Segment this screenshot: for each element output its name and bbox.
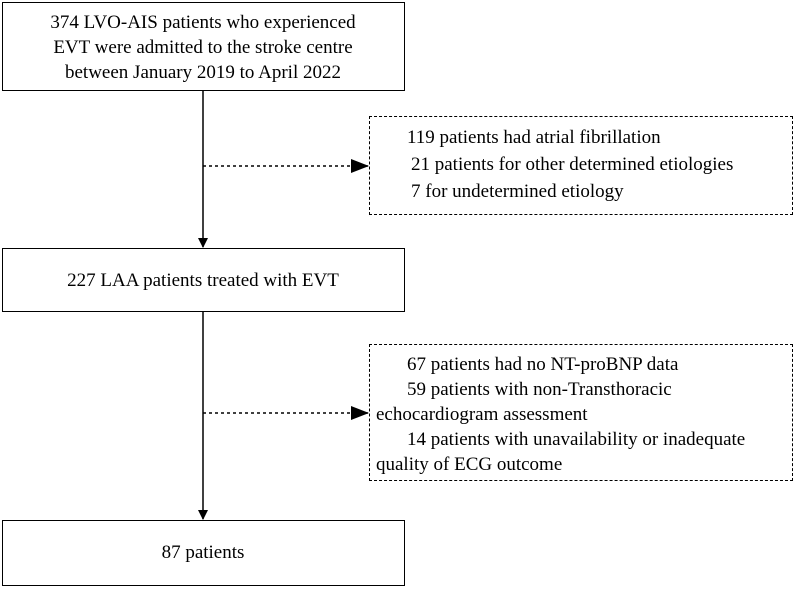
exclusion1-line-1: 119 patients had atrial fibrillation (407, 127, 661, 148)
exclusion-box-1: 119 patients had atrial fibrillation 21 … (369, 116, 793, 215)
start-line-3: between January 2019 to April 2022 (65, 62, 341, 83)
exclusion2-line-2: 59 patients with non-Transthoracic (407, 379, 672, 400)
exclusion2-line-4: 14 patients with unavailability or inade… (407, 429, 746, 450)
middle-box: 227 LAA patients treated with EVT (2, 248, 405, 312)
start-box: 374 LVO-AIS patients who experienced EVT… (2, 2, 405, 91)
exclusion1-line-2: 21 patients for other determined etiolog… (411, 154, 734, 175)
middle-text: 227 LAA patients treated with EVT (67, 270, 339, 291)
final-box: 87 patients (2, 520, 405, 586)
exclusion2-line-3: echocardiogram assessment (376, 404, 588, 425)
exclusion2-line-5: quality of ECG outcome (376, 454, 563, 475)
start-line-2: EVT were admitted to the stroke centre (53, 37, 353, 58)
start-line-1: 374 LVO-AIS patients who experienced (50, 12, 356, 33)
final-text: 87 patients (161, 542, 245, 563)
exclusion2-line-1: 67 patients had no NT-proBNP data (407, 354, 679, 375)
exclusion1-line-3: 7 for undetermined etiology (411, 181, 624, 202)
exclusion-box-2: 67 patients had no NT-proBNP data 59 pat… (369, 344, 793, 481)
